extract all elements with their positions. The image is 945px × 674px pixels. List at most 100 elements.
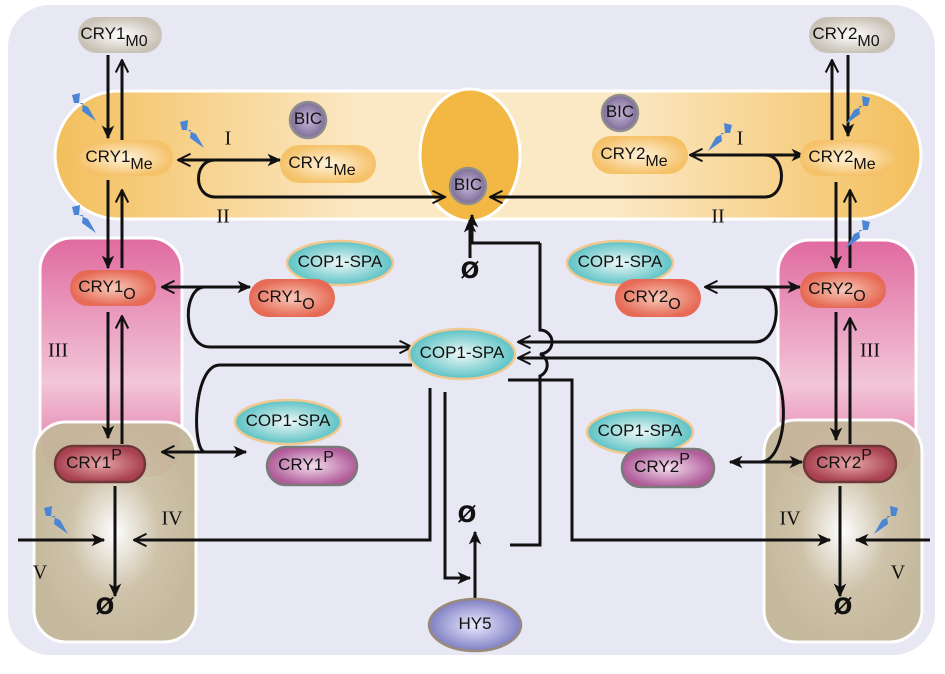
lightning-bolt-icon (44, 506, 68, 534)
cry1-me-bic-shape (280, 145, 376, 183)
cop1-spa-4-label: COP1-SPA (598, 421, 683, 440)
cry2-o-complex-label: CRY2O (623, 287, 681, 313)
label-base: CRY1 (85, 147, 130, 166)
degradation-symbol: Ø (458, 503, 477, 528)
cry2-me-label: CRY2Me (808, 147, 875, 173)
lightning-bolt-icon (846, 220, 870, 248)
label-subscript: Me (645, 153, 667, 170)
label-superscript: P (323, 449, 334, 466)
label-subscript: O (668, 296, 680, 313)
cry1-p-shape (53, 444, 147, 484)
label-base: COP1-SPA (578, 252, 663, 271)
cop1-spa-3-node: COP1-SPA (233, 398, 343, 446)
label-subscript: M0 (125, 33, 147, 50)
cry2-me-bic-shape (592, 136, 688, 174)
label-subscript: O (123, 286, 135, 303)
step-label: II (216, 206, 229, 228)
cry2-o-shape (800, 272, 886, 308)
light-bolts (44, 93, 898, 534)
label-base: CRY2 (808, 147, 853, 166)
cry1-p-label: CRY1P (66, 447, 122, 472)
cry1-p-complex-label: CRY1P (278, 449, 334, 474)
cop1-spa-3-shape (233, 398, 343, 446)
step-label: III (860, 340, 880, 362)
cop1-spa-center-node: COP1-SPA (407, 327, 517, 381)
degradation-symbol: Ø (96, 595, 115, 620)
label-superscript: P (111, 447, 122, 464)
cry2-me-bic-label: CRY2Me (600, 144, 667, 170)
cry2-o-complex-node: CRY2O (615, 279, 701, 317)
cry1-me-shape (77, 140, 173, 176)
label-base: HY5 (458, 614, 491, 633)
label-base: COP1-SPA (246, 411, 331, 430)
cry1-m0-shape (78, 17, 162, 53)
bic-left-label: BIC (294, 109, 322, 128)
label-superscript: P (861, 447, 872, 464)
degradation-symbol: Ø (834, 595, 853, 620)
label-superscript: P (679, 451, 690, 468)
label-base: BIC (294, 109, 322, 128)
cry1-o-shape (70, 270, 156, 306)
label-base: BIC (454, 175, 482, 194)
label-base: CRY1 (66, 453, 111, 472)
label-base: CRY1 (288, 153, 333, 172)
hy5-label: HY5 (458, 614, 491, 633)
cry1-o-node: CRY1O (70, 270, 156, 306)
cry2-m0-shape (809, 17, 895, 53)
cry2-p-complex-node: CRY2P (620, 447, 716, 489)
cop1-spa-1-shape (285, 239, 395, 287)
hy5-node: HY5 (427, 597, 523, 653)
cry1-p-node: CRY1P (53, 444, 147, 484)
cry2-p-node: CRY2P (802, 444, 898, 484)
label-subscript: O (302, 296, 314, 313)
cry1-p-complex-node: CRY1P (265, 445, 359, 487)
label-base: COP1-SPA (598, 421, 683, 440)
label-base: CRY1 (80, 24, 125, 43)
cry1-p-complex-shape (265, 445, 359, 487)
cop1-spa-4-node: COP1-SPA (585, 408, 695, 456)
step-label: I (737, 128, 744, 150)
cry1-o-complex-node: CRY1O (249, 279, 335, 317)
molecule-nodes: CRY1M0CRY1MeBICCRY1MeBICBICCRY2MeCRY2M0C… (53, 17, 898, 653)
step-label: IV (161, 508, 183, 530)
cop1-spa-center-shape (407, 327, 517, 381)
bic-right-node: BIC (600, 93, 640, 133)
step-label: IV (779, 508, 801, 530)
bic-right-label: BIC (606, 102, 634, 121)
cry2-o-node: CRY2O (800, 272, 886, 308)
cry2-p-label: CRY2P (816, 447, 872, 472)
step-label: II (711, 206, 724, 228)
label-subscript: Me (853, 156, 875, 173)
lightning-bolt-icon (846, 96, 870, 124)
step-label: I (225, 128, 232, 150)
cry1-o-complex-shape (249, 279, 335, 317)
label-base: CRY1 (278, 455, 323, 474)
cry1-me-bic-label: CRY1Me (288, 153, 355, 179)
label-subscript: M0 (857, 33, 879, 50)
cop1-spa-3-label: COP1-SPA (246, 411, 331, 430)
label-subscript: O (853, 288, 865, 305)
cop1-spa-1-node: COP1-SPA (285, 239, 395, 287)
cop1-spa-2-node: COP1-SPA (565, 239, 675, 287)
label-base: CRY2 (623, 287, 668, 306)
cop1-spa-2-label: COP1-SPA (578, 252, 663, 271)
cry2-p-complex-label: CRY2P (634, 451, 690, 476)
cry2-m0-label: CRY2M0 (812, 24, 879, 50)
label-subscript: Me (130, 156, 152, 173)
cry1-me-label: CRY1Me (85, 147, 152, 173)
cry2-o-label: CRY2O (808, 279, 866, 305)
cry1-me-node: CRY1Me (77, 140, 173, 176)
label-base: CRY2 (812, 24, 857, 43)
cry2-p-complex-shape (620, 447, 716, 489)
lightning-bolt-icon (180, 120, 204, 148)
cry1-o-label: CRY1O (78, 277, 136, 303)
label-base: CRY2 (600, 144, 645, 163)
bic-left-node: BIC (288, 100, 328, 140)
cry2-me-node: CRY2Me (800, 140, 896, 176)
lightning-bolt-icon (72, 205, 96, 233)
step-label: V (891, 562, 906, 584)
cry1-m0-node: CRY1M0 (78, 17, 162, 53)
bic-center-shape (448, 166, 488, 206)
